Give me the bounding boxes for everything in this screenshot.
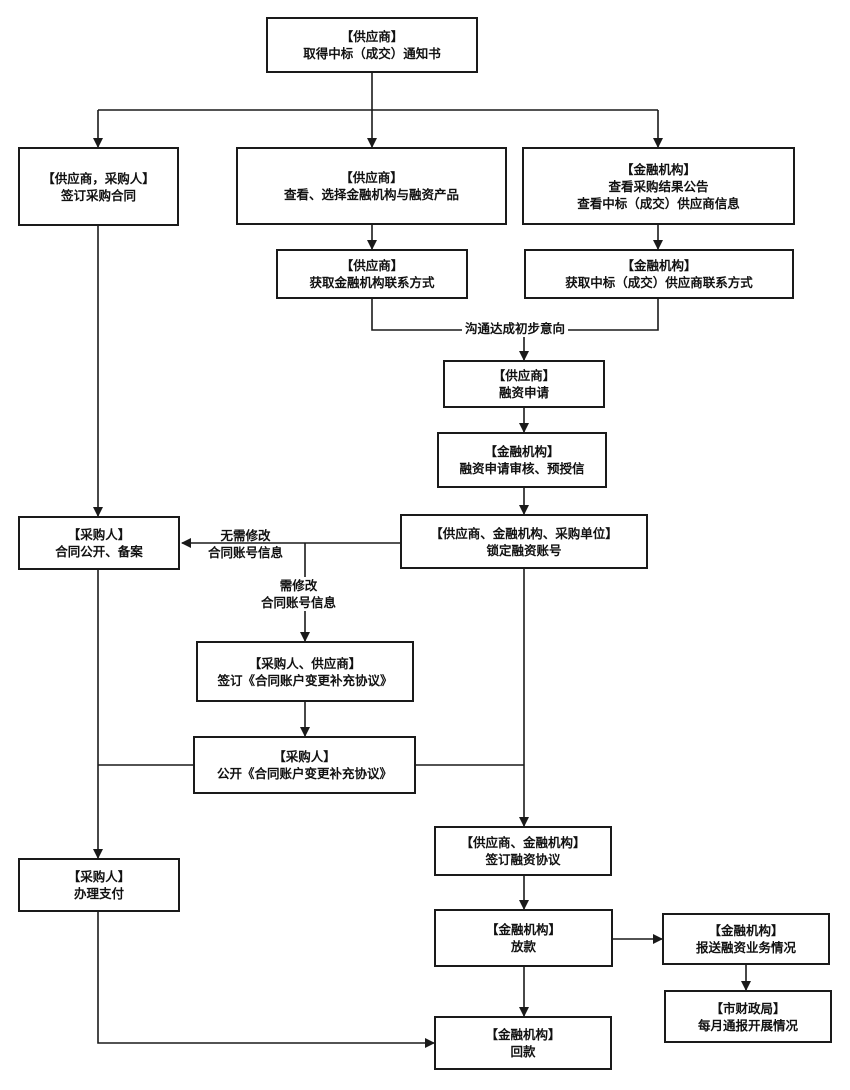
node-review-credit: 【金融机构】 融资申请审核、预授信 <box>437 432 607 488</box>
node-sign-contract-role: 【供应商，采购人】 <box>42 170 155 186</box>
node-sign-supplement-role: 【采购人、供应商】 <box>248 655 362 671</box>
node-view-result-text2: 查看中标（成交）供应商信息 <box>577 195 740 211</box>
node-review-credit-role: 【金融机构】 <box>484 444 560 459</box>
node-get-supplier-contact-role: 【金融机构】 <box>621 258 697 273</box>
node-sign-supplement-text: 签订《合同账户变更补充协议》 <box>217 672 393 688</box>
node-monthly-report: 【市财政局】 每月通报开展情况 <box>664 990 832 1043</box>
node-payment: 【采购人】 办理支付 <box>18 858 180 912</box>
node-view-result-text1: 查看采购结果公告 <box>608 178 709 194</box>
label-need-change-line1: 需修改 <box>279 578 318 593</box>
node-publish-supplement: 【采购人】 公开《合同账户变更补充协议》 <box>193 736 416 794</box>
node-publish-supplement-role: 【采购人】 <box>273 749 336 764</box>
label-need-change: 需修改 合同账号信息 <box>258 577 340 611</box>
node-loan: 【金融机构】 放款 <box>434 909 613 967</box>
node-review-credit-text: 融资申请审核、预授信 <box>459 461 585 476</box>
node-contract-public-role: 【采购人】 <box>67 527 131 542</box>
node-contract-public-text: 合同公开、备案 <box>55 544 143 559</box>
node-repayment: 【金融机构】 回款 <box>434 1016 612 1070</box>
node-report-business-text: 报送融资业务情况 <box>695 940 796 955</box>
label-communicate: 沟通达成初步意向 <box>462 320 569 337</box>
node-repayment-text: 回款 <box>510 1044 536 1059</box>
node-repayment-role: 【金融机构】 <box>485 1027 561 1042</box>
node-loan-text: 放款 <box>510 939 536 954</box>
node-view-result: 【金融机构】 查看采购结果公告 查看中标（成交）供应商信息 <box>522 147 795 225</box>
node-sign-supplement: 【采购人、供应商】 签订《合同账户变更补充协议》 <box>196 641 414 702</box>
node-choose-financing-role: 【供应商】 <box>340 170 403 185</box>
node-award-notice: 【供应商】 取得中标（成交）通知书 <box>266 17 478 73</box>
node-get-bank-contact-role: 【供应商】 <box>340 258 404 273</box>
node-report-business: 【金融机构】 报送融资业务情况 <box>662 913 830 965</box>
node-monthly-report-text: 每月通报开展情况 <box>697 1017 798 1033</box>
label-no-change: 无需修改 合同账号信息 <box>208 527 283 561</box>
label-need-change-line2: 合同账号信息 <box>261 595 337 610</box>
node-sign-financing-role: 【供应商、金融机构】 <box>460 835 586 850</box>
node-award-notice-role: 【供应商】 <box>340 29 404 44</box>
node-publish-supplement-text: 公开《合同账户变更补充协议》 <box>216 766 392 781</box>
node-payment-role: 【采购人】 <box>67 869 131 884</box>
node-contract-public: 【采购人】 合同公开、备案 <box>18 516 180 570</box>
node-sign-financing: 【供应商、金融机构】 签订融资协议 <box>434 826 612 876</box>
node-get-supplier-contact-text: 获取中标（成交）供应商联系方式 <box>565 275 753 290</box>
node-loan-role: 【金融机构】 <box>485 922 561 937</box>
node-apply-financing-text: 融资申请 <box>498 385 549 400</box>
node-sign-contract-text: 签订采购合同 <box>60 187 136 203</box>
node-sign-financing-text: 签订融资协议 <box>485 852 561 867</box>
node-lock-account-text: 锁定融资账号 <box>486 542 562 558</box>
node-apply-financing-role: 【供应商】 <box>492 368 556 383</box>
node-choose-financing: 【供应商】 查看、选择金融机构与融资产品 <box>236 147 507 225</box>
node-award-notice-text: 取得中标（成交）通知书 <box>303 46 441 61</box>
node-apply-financing: 【供应商】 融资申请 <box>443 360 605 408</box>
node-get-bank-contact: 【供应商】 获取金融机构联系方式 <box>276 249 468 299</box>
node-lock-account-role: 【供应商、金融机构、采购单位】 <box>430 525 618 541</box>
node-monthly-report-role: 【市财政局】 <box>710 1000 786 1016</box>
node-sign-contract: 【供应商，采购人】 签订采购合同 <box>18 147 179 226</box>
node-get-bank-contact-text: 获取金融机构联系方式 <box>309 275 435 290</box>
node-choose-financing-text: 查看、选择金融机构与融资产品 <box>283 187 459 202</box>
label-no-change-line2: 合同账号信息 <box>208 545 284 560</box>
node-view-result-role: 【金融机构】 <box>620 161 696 177</box>
node-report-business-role: 【金融机构】 <box>708 923 784 938</box>
node-lock-account: 【供应商、金融机构、采购单位】 锁定融资账号 <box>400 514 648 569</box>
edge-n13-n18 <box>97 912 435 1048</box>
node-get-supplier-contact: 【金融机构】 获取中标（成交）供应商联系方式 <box>524 249 794 299</box>
node-payment-text: 办理支付 <box>73 886 124 901</box>
label-no-change-line1: 无需修改 <box>220 528 271 543</box>
